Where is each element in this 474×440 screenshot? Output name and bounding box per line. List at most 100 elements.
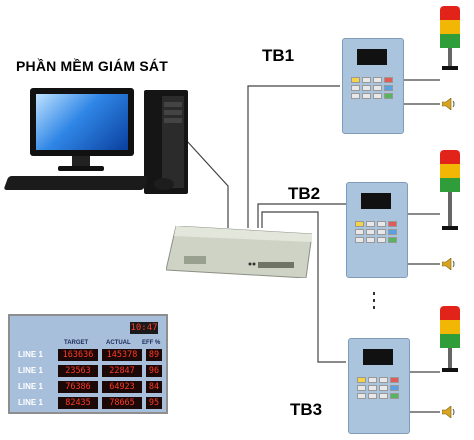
device-key xyxy=(362,77,371,83)
monitor-stand xyxy=(72,156,90,168)
device-key xyxy=(373,77,382,83)
lamp-foot xyxy=(442,226,458,230)
device-key xyxy=(388,229,397,235)
board-row-actual: 78665 xyxy=(102,397,142,409)
lamp-red xyxy=(440,150,460,164)
board-row-eff: 96 xyxy=(146,365,162,377)
board-clock: 10:47 xyxy=(130,322,158,334)
device-key xyxy=(362,85,371,91)
lamp-foot xyxy=(442,66,458,70)
device-keypad xyxy=(351,77,397,99)
board-row: LINE 1 82435 78665 95 xyxy=(16,396,166,410)
lamp-pole xyxy=(448,348,452,368)
device-key xyxy=(357,393,366,399)
board-header-target: TARGET xyxy=(64,340,89,346)
board-row-target: 163636 xyxy=(58,349,98,361)
network-hub-icon xyxy=(166,226,312,278)
production-display-board: 10:47 TARGET ACTUAL EFF % LINE 1 163636 … xyxy=(8,314,168,414)
lamp-foot xyxy=(442,368,458,372)
board-row: LINE 1 76386 64923 84 xyxy=(16,380,166,394)
buzzer-icon xyxy=(442,258,455,270)
device-keypad xyxy=(357,377,403,399)
terminal-device-icon xyxy=(348,338,410,434)
board-row-line: LINE 1 xyxy=(18,350,43,359)
board-row-actual: 22847 xyxy=(102,365,142,377)
device-key xyxy=(368,393,377,399)
device-key xyxy=(357,385,366,391)
device-key xyxy=(388,221,397,227)
board-row-target: 76386 xyxy=(58,381,98,393)
board-header-eff: EFF % xyxy=(142,340,161,346)
lamp-red xyxy=(440,306,460,320)
device-key xyxy=(357,377,366,383)
device-key xyxy=(351,93,360,99)
buzzer-icon xyxy=(442,406,455,418)
terminal-device-icon xyxy=(346,182,408,278)
device-keypad xyxy=(355,221,401,243)
device-key xyxy=(379,385,388,391)
lamp-green xyxy=(440,34,460,48)
lamp-green xyxy=(440,178,460,192)
board-row-actual: 64923 xyxy=(102,381,142,393)
board-header-actual: ACTUAL xyxy=(106,340,131,346)
board-row-line: LINE 1 xyxy=(18,382,43,391)
station-label-tb3: TB3 xyxy=(290,400,323,419)
board-row-eff: 89 xyxy=(146,349,162,361)
board-row-line: LINE 1 xyxy=(18,366,43,375)
board-row: LINE 1 23563 22847 96 xyxy=(16,364,166,378)
drive-bay xyxy=(164,118,182,123)
lamp-yellow xyxy=(440,20,460,34)
buzzer-icon xyxy=(442,98,455,110)
mouse-icon xyxy=(154,178,174,190)
device-key xyxy=(390,377,399,383)
computer-monitor-icon xyxy=(30,88,134,156)
device-key xyxy=(388,237,397,243)
drive-bay xyxy=(164,102,182,107)
board-row-line: LINE 1 xyxy=(18,398,43,407)
device-screen xyxy=(357,49,387,65)
signal-tower-light-icon xyxy=(440,150,460,230)
signal-tower-light-icon xyxy=(440,6,460,70)
device-key xyxy=(390,393,399,399)
lamp-red xyxy=(440,6,460,20)
device-key xyxy=(377,229,386,235)
device-key xyxy=(362,93,371,99)
device-key xyxy=(384,85,393,91)
device-key xyxy=(368,385,377,391)
device-key xyxy=(373,85,382,91)
device-key xyxy=(377,237,386,243)
board-row-eff: 84 xyxy=(146,381,162,393)
monitor-screen xyxy=(36,94,128,150)
device-key xyxy=(355,237,364,243)
device-key xyxy=(366,229,375,235)
drive-bay xyxy=(164,110,182,115)
device-key xyxy=(379,377,388,383)
wire-pc-hub xyxy=(185,139,229,228)
wire-hub-tb2 xyxy=(257,203,346,228)
tower-front-panel xyxy=(162,96,184,188)
device-key xyxy=(379,393,388,399)
lamp-pole xyxy=(448,48,452,66)
device-key xyxy=(351,77,360,83)
board-row-actual: 145378 xyxy=(102,349,142,361)
lamp-yellow xyxy=(440,164,460,178)
device-key xyxy=(377,221,386,227)
keyboard-icon xyxy=(3,176,149,190)
board-row: LINE 1 163636 145378 89 xyxy=(16,348,166,362)
terminal-device-icon xyxy=(342,38,404,134)
device-key xyxy=(366,237,375,243)
station-label-tb1: TB1 xyxy=(262,46,295,65)
device-key xyxy=(373,93,382,99)
station-label-tb2: TB2 xyxy=(288,184,321,203)
lamp-green xyxy=(440,334,460,348)
monitor-base xyxy=(58,166,104,171)
lamp-yellow xyxy=(440,320,460,334)
device-screen xyxy=(363,349,393,365)
board-row-eff: 95 xyxy=(146,397,162,409)
board-row-target: 82435 xyxy=(58,397,98,409)
pc-tower-icon xyxy=(144,90,188,194)
wire-hub-tb3 xyxy=(261,211,346,363)
device-key xyxy=(351,85,360,91)
